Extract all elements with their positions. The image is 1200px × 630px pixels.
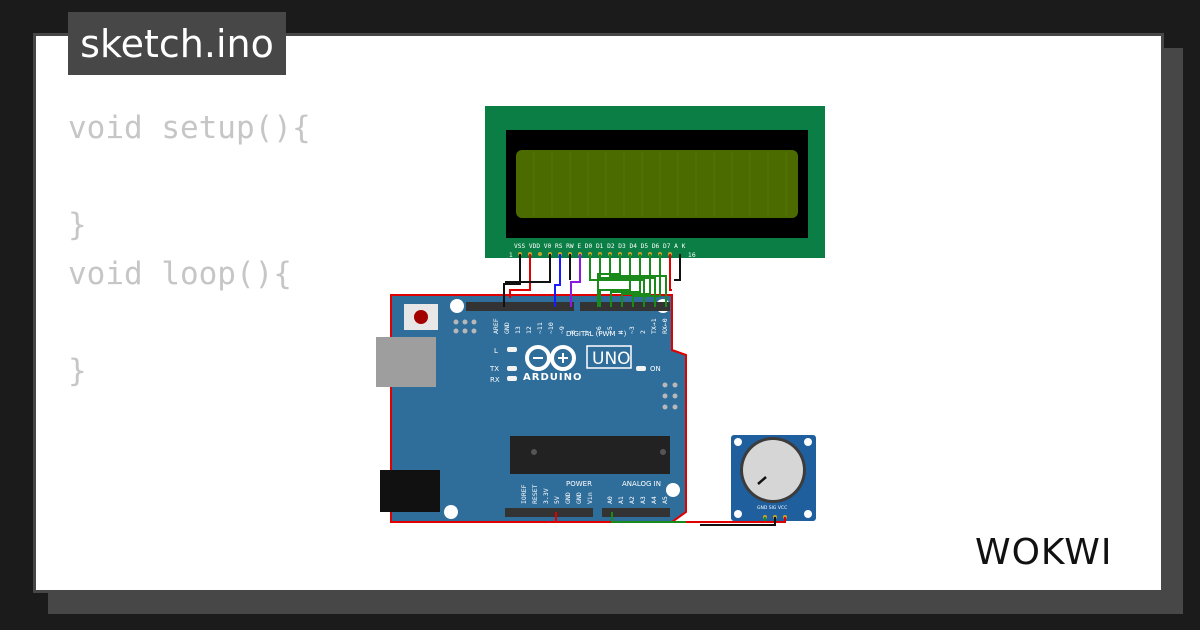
- wokwi-logo: WOKWI: [975, 532, 1112, 573]
- wokwi-logo-text: WOKWI: [975, 532, 1112, 573]
- lcd-pin-labels: VSS VDD V0 RS RW E D0 D1 D2 D3 D4 D5 D6 …: [514, 243, 686, 250]
- code-line: [68, 153, 311, 202]
- code-preview: void setup(){ } void loop(){ }: [68, 104, 311, 395]
- led-rx-label: RX: [490, 376, 500, 384]
- arduino-uno-board[interactable]: DIGITAL (PWM ~) ANALOG IN POWER ARDUINO …: [376, 294, 687, 523]
- digital-pin-label: TX→1: [650, 318, 658, 334]
- power-pin-label: 3.3V: [542, 488, 550, 504]
- digital-pin-label: 12: [525, 326, 533, 334]
- pot-pin-labels: GND SIG VCC: [757, 505, 787, 511]
- power-header-label: POWER: [566, 480, 592, 488]
- code-line: void loop(){: [68, 255, 292, 292]
- power-pin-label: GND: [575, 492, 583, 504]
- analog-pin-label: A2: [628, 496, 636, 504]
- wires: [503, 254, 786, 526]
- led-tx-label: TX: [489, 365, 499, 373]
- power-pin-label: IOREF: [520, 484, 528, 504]
- analog-pin-label: A0: [606, 496, 614, 504]
- digital-pin-label: ~3: [628, 326, 636, 334]
- file-tab-label: sketch.ino: [80, 21, 274, 66]
- arduino-brand-label: ARDUINO: [523, 372, 582, 383]
- digital-pin-label: ~11: [536, 322, 544, 334]
- digital-pin-label: ~5: [606, 326, 614, 334]
- power-pin-label: 5V: [553, 496, 561, 504]
- circuit-diagram: VSS VDD V0 RS RW E D0 D1 D2 D3 D4 D5 D6 …: [376, 106, 825, 526]
- digital-pin-label: 7: [584, 330, 592, 334]
- digital-pin-label: 13: [514, 326, 522, 334]
- lcd-pin-last: 16: [688, 252, 696, 259]
- code-line: [68, 298, 311, 347]
- analog-header-label: ANALOG IN: [622, 480, 661, 488]
- potentiometer[interactable]: GND SIG VCC: [731, 435, 816, 521]
- power-pin-label: RESET: [531, 484, 539, 504]
- digital-header-label: DIGITAL (PWM ~): [566, 330, 627, 338]
- code-line: }: [68, 207, 87, 243]
- digital-pin-label: ~9: [558, 326, 566, 334]
- power-pin-label: Vin: [586, 492, 594, 504]
- knob-indicator-icon: [757, 476, 767, 485]
- code-line: }: [68, 352, 87, 389]
- lcd-pin-first: 1: [509, 252, 513, 259]
- analog-pin-label: A1: [617, 496, 625, 504]
- digital-pin-label: 4: [617, 330, 625, 334]
- digital-pin-label: RX←0: [661, 318, 669, 334]
- digital-pin-label: AREF: [492, 318, 500, 334]
- led-on-label: ON: [650, 365, 661, 373]
- infinity-logo-icon: [525, 345, 576, 371]
- analog-pin-label: A5: [661, 496, 669, 504]
- power-pin-label: GND: [564, 492, 572, 504]
- analog-pin-label: A3: [639, 496, 647, 504]
- lcd-display[interactable]: VSS VDD V0 RS RW E D0 D1 D2 D3 D4 D5 D6 …: [485, 106, 825, 259]
- led-l-label: L: [494, 347, 498, 355]
- digital-pin-label: 2: [639, 330, 647, 334]
- digital-pin-label: ~10: [547, 322, 555, 334]
- analog-pin-label: A4: [650, 496, 658, 504]
- code-line: void setup(){: [68, 110, 311, 146]
- arduino-model-label: UNO: [592, 349, 631, 369]
- digital-pin-label: 8: [569, 330, 577, 334]
- digital-pin-label: ~6: [595, 326, 603, 334]
- digital-pin-label: GND: [503, 322, 511, 334]
- file-tab[interactable]: sketch.ino: [68, 12, 286, 75]
